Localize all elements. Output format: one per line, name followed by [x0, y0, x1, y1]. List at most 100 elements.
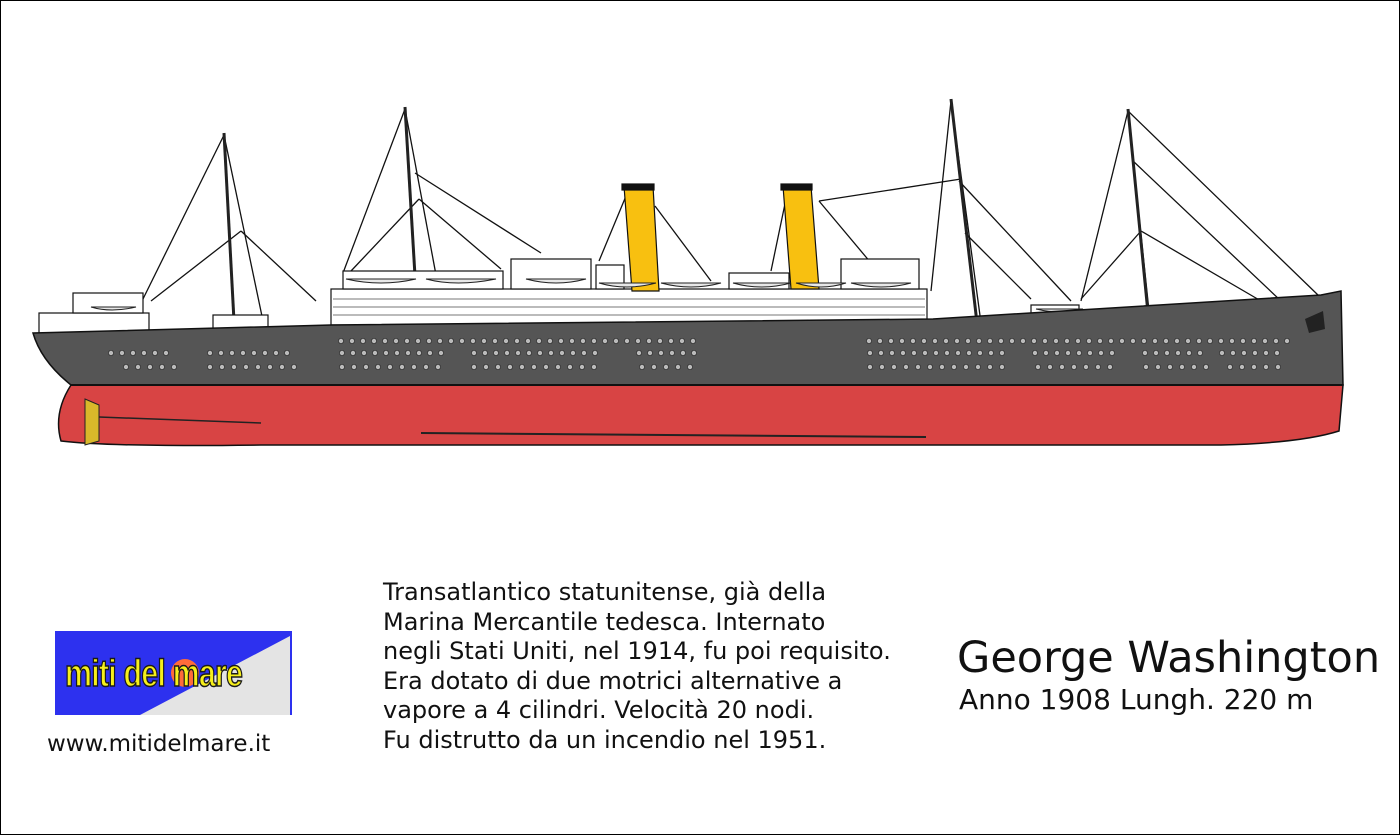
porthole: [481, 349, 488, 356]
porthole: [206, 363, 213, 370]
porthole: [134, 363, 141, 370]
porthole: [1119, 337, 1126, 344]
description: Transatlantico statunitense, già della M…: [383, 578, 943, 756]
porthole: [250, 349, 257, 356]
porthole: [414, 337, 421, 344]
porthole: [602, 337, 609, 344]
bilge-keel: [420, 432, 927, 438]
description-line: Era dotato di due motrici alternative a: [383, 666, 843, 695]
porthole: [458, 337, 465, 344]
deck-lines: [333, 298, 925, 316]
porthole: [254, 363, 261, 370]
porthole: [591, 337, 598, 344]
porthole: [337, 337, 344, 344]
porthole: [900, 349, 907, 356]
porthole: [1196, 337, 1203, 344]
porthole: [350, 363, 357, 370]
porthole: [1143, 363, 1150, 370]
porthole: [987, 363, 994, 370]
porthole: [1153, 349, 1160, 356]
porthole: [272, 349, 279, 356]
porthole: [646, 337, 653, 344]
porthole: [1186, 349, 1193, 356]
porthole: [1252, 349, 1259, 356]
porthole: [668, 337, 675, 344]
website-link[interactable]: www.mitidelmare.it: [47, 731, 271, 757]
porthole: [1064, 337, 1071, 344]
porthole: [359, 337, 366, 344]
porthole: [170, 363, 177, 370]
porthole: [1263, 349, 1270, 356]
porthole: [624, 337, 631, 344]
porthole: [1130, 337, 1137, 344]
porthole: [867, 349, 874, 356]
porthole: [146, 363, 153, 370]
porthole: [911, 349, 918, 356]
hull-upper: [32, 290, 1344, 386]
description-line: Marina Mercantile tedesca. Internato: [383, 607, 826, 636]
porthole: [966, 349, 973, 356]
porthole: [425, 337, 432, 344]
porthole: [218, 363, 225, 370]
porthole: [140, 349, 147, 356]
rudder: [84, 398, 100, 446]
porthole: [657, 337, 664, 344]
ship-meta: Anno 1908 Lungh. 220 m: [959, 683, 1314, 716]
porthole: [1075, 337, 1082, 344]
porthole: [1230, 349, 1237, 356]
porthole: [470, 363, 477, 370]
porthole: [525, 337, 532, 344]
porthole: [877, 337, 884, 344]
portholes-upper: [108, 337, 1291, 356]
porthole: [1065, 349, 1072, 356]
porthole: [1152, 337, 1159, 344]
porthole: [1164, 349, 1171, 356]
porthole: [999, 349, 1006, 356]
porthole: [162, 349, 169, 356]
porthole: [1263, 363, 1270, 370]
porthole: [687, 363, 694, 370]
porthole: [492, 349, 499, 356]
porthole: [158, 363, 165, 370]
porthole: [889, 349, 896, 356]
porthole: [658, 349, 665, 356]
porthole: [879, 363, 886, 370]
porthole: [691, 349, 698, 356]
ship-illustration: [32, 98, 1344, 447]
porthole: [1179, 363, 1186, 370]
porthole: [491, 337, 498, 344]
porthole: [371, 349, 378, 356]
porthole: [381, 337, 388, 344]
porthole: [1107, 363, 1114, 370]
porthole: [1031, 337, 1038, 344]
porthole: [283, 349, 290, 356]
porthole: [278, 363, 285, 370]
porthole: [635, 337, 642, 344]
porthole: [867, 363, 874, 370]
porthole: [939, 363, 946, 370]
porthole: [591, 363, 598, 370]
porthole: [1284, 337, 1291, 344]
porthole: [669, 349, 676, 356]
porthole: [910, 337, 917, 344]
porthole: [1086, 337, 1093, 344]
porthole: [975, 363, 982, 370]
porthole: [613, 337, 620, 344]
porthole: [151, 349, 158, 356]
porthole: [639, 363, 646, 370]
porthole: [494, 363, 501, 370]
porthole: [1083, 363, 1090, 370]
porthole: [1059, 363, 1066, 370]
porthole: [1032, 349, 1039, 356]
porthole: [927, 363, 934, 370]
rigging: [140, 100, 1320, 324]
porthole: [1054, 349, 1061, 356]
porthole: [206, 349, 213, 356]
porthole: [932, 337, 939, 344]
porthole: [434, 363, 441, 370]
porthole: [976, 337, 983, 344]
porthole: [647, 349, 654, 356]
porthole: [382, 349, 389, 356]
porthole: [955, 349, 962, 356]
